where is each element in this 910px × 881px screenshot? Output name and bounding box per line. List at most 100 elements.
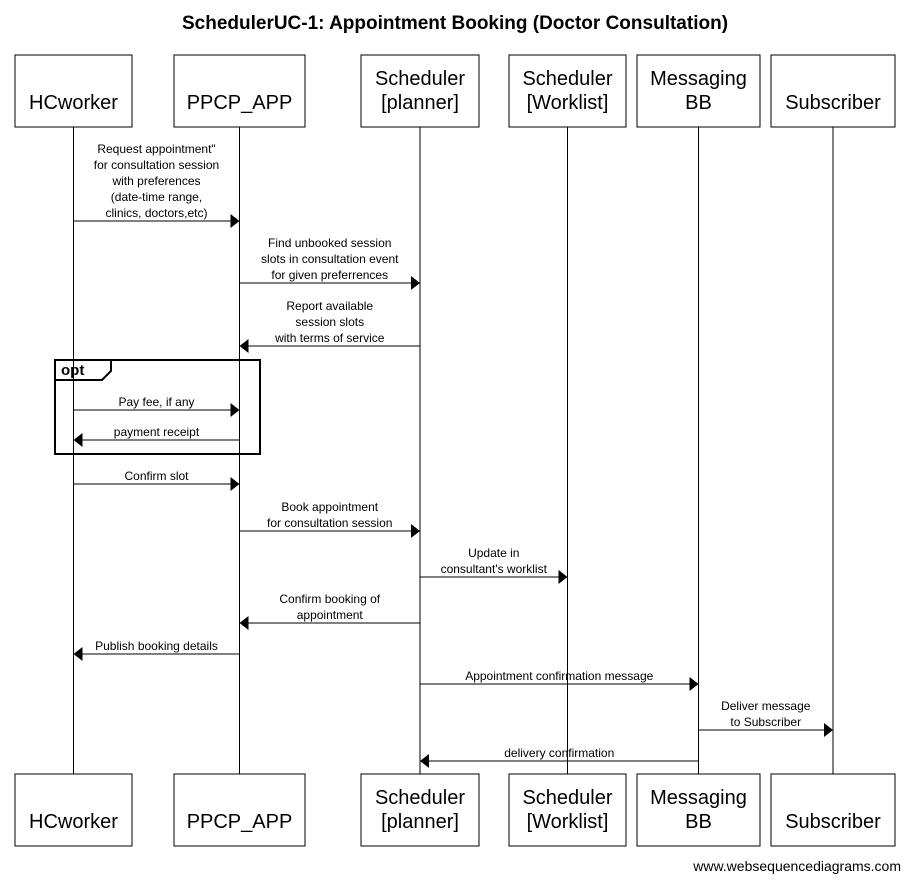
opt-fragment-frame [54, 359, 261, 455]
participant-box [173, 54, 306, 128]
participant-label: BB [685, 811, 712, 833]
participant-worklist-top: Scheduler[Worklist] [508, 54, 627, 128]
message-label: to Subscriber [730, 715, 801, 729]
message-arrowhead [558, 570, 568, 584]
participant-label: PPCP_APP [187, 811, 293, 833]
message-label: Request appointment" [97, 142, 215, 156]
participant-planner-bottom: Scheduler[planner] [360, 773, 480, 847]
participant-box [173, 773, 306, 847]
message-label: appointment [297, 608, 364, 622]
participant-label: Subscriber [785, 811, 881, 833]
participant-label: Scheduler [375, 68, 465, 90]
message-label: Book appointment [281, 500, 378, 514]
message-arrowhead [411, 276, 420, 290]
message-5: payment receipt [73, 425, 240, 447]
opt-fragment-label-tab [55, 360, 112, 381]
message-label: Update in [468, 546, 519, 560]
message-label: for given preferrences [271, 268, 388, 282]
participant-box [508, 773, 627, 847]
message-label: Pay fee, if any [118, 395, 194, 409]
message-6: Confirm slot [73, 469, 240, 491]
participants: HCworkerHCworkerPPCP_APPPPCP_APPSchedule… [14, 54, 896, 847]
message-arrowhead [230, 403, 240, 417]
message-label: with preferences [111, 174, 200, 188]
participant-label: PPCP_APP [187, 92, 293, 114]
message-10: Publish booking details [73, 639, 240, 661]
participant-sub-top: Subscriber [770, 54, 896, 128]
participant-box [636, 54, 761, 128]
participant-label: [Worklist] [527, 811, 609, 833]
footer-watermark: www.websequencediagrams.com [692, 858, 901, 874]
message-label: for consultation session [94, 158, 219, 172]
opt-fragment-label: opt [61, 362, 84, 379]
message-label: clinics, doctors,etc) [105, 206, 207, 220]
message-arrowhead [239, 616, 249, 630]
participant-label: HCworker [29, 92, 118, 114]
message-label: delivery confirmation [504, 746, 614, 760]
message-label: with terms of service [274, 331, 385, 345]
participant-label: [Worklist] [527, 92, 609, 114]
participant-label: Messaging [650, 787, 747, 809]
message-arrowhead [239, 339, 249, 353]
participant-box [14, 54, 133, 128]
message-label: Appointment confirmation message [465, 669, 653, 683]
diagram-title: SchedulerUC-1: Appointment Booking (Doct… [182, 13, 728, 34]
participant-label: [planner] [381, 811, 459, 833]
message-11: Appointment confirmation message [420, 669, 699, 691]
participant-label: Scheduler [522, 787, 612, 809]
participant-ppcp-top: PPCP_APP [173, 54, 306, 128]
participant-ppcp-bottom: PPCP_APP [173, 773, 306, 847]
participant-label: Scheduler [375, 787, 465, 809]
message-arrowhead [73, 647, 83, 661]
message-label: Publish booking details [95, 639, 218, 653]
participant-hc-top: HCworker [14, 54, 133, 128]
message-9: Confirm booking of appointment [239, 592, 420, 630]
participant-worklist-bottom: Scheduler[Worklist] [508, 773, 627, 847]
participant-hc-bottom: HCworker [14, 773, 133, 847]
message-8: Update in consultant's worklist [420, 546, 568, 584]
participant-label: [planner] [381, 92, 459, 114]
message-label: Find unbooked session [268, 236, 391, 250]
message-arrowhead [824, 723, 833, 737]
participant-box [770, 773, 896, 847]
message-2: Find unbooked session slots in consultati… [239, 236, 420, 290]
message-1: Request appointment" for consultation ses… [73, 142, 240, 228]
participant-label: HCworker [29, 811, 118, 833]
participant-planner-top: Scheduler[planner] [360, 54, 480, 128]
message-label: Report available [286, 299, 373, 313]
message-13: delivery confirmation [420, 746, 699, 768]
lifelines [73, 127, 834, 774]
participant-box [508, 54, 627, 128]
message-label: slots in consultation event [261, 252, 399, 266]
participant-label: BB [685, 92, 712, 114]
message-label: (date-time range, [111, 190, 202, 204]
message-4: Pay fee, if any [73, 395, 240, 417]
message-label: payment receipt [114, 425, 200, 439]
message-label: session slots [295, 315, 364, 329]
participant-box [360, 773, 480, 847]
message-label: for consultation session [267, 516, 392, 530]
message-7: Book appointment for consultation session [239, 500, 420, 538]
participant-box [360, 54, 480, 128]
participant-label: Scheduler [522, 68, 612, 90]
participant-box [770, 54, 896, 128]
participant-label: Subscriber [785, 92, 881, 114]
message-arrowhead [73, 433, 83, 447]
participant-sub-bottom: Subscriber [770, 773, 896, 847]
message-12: Deliver message to Subscriber [698, 699, 833, 737]
message-label: Confirm booking of [279, 592, 380, 606]
message-label: Confirm slot [124, 469, 189, 483]
messages: Request appointment" for consultation ses… [73, 142, 833, 768]
message-arrowhead [420, 754, 429, 768]
participant-label: Messaging [650, 68, 747, 90]
message-3: Report available session slots with terms … [239, 299, 420, 353]
message-arrowhead [411, 524, 420, 538]
message-label: consultant's worklist [441, 562, 548, 576]
participant-box [636, 773, 761, 847]
message-label: Deliver message [721, 699, 811, 713]
message-arrowhead [230, 214, 240, 228]
participant-box [14, 773, 133, 847]
